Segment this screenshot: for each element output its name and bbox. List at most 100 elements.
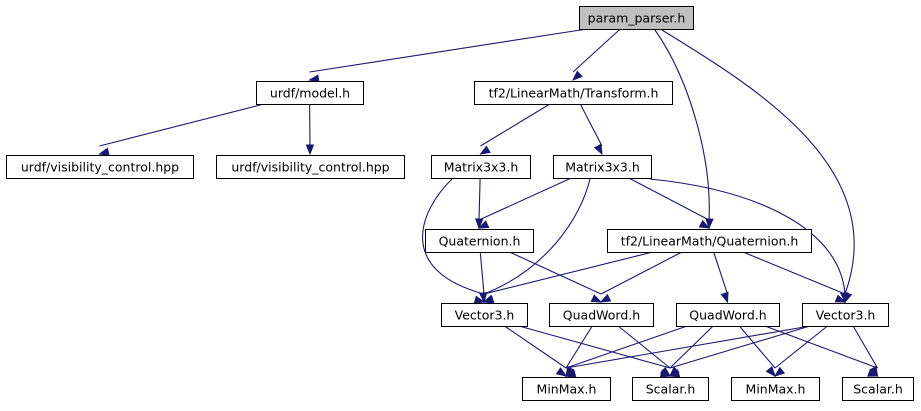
node-matrix-a[interactable]: Matrix3x3.h: [431, 155, 531, 179]
arrowhead-matrix_b-to-quaternion_a: [477, 220, 490, 229]
node-label: Quaternion.h: [439, 234, 521, 249]
edge-quadword_b-to-minmax_a: [565, 325, 688, 369]
node-urdf-vis-a[interactable]: urdf/visibility_control.hpp: [6, 155, 194, 179]
node-label: param_parser.h: [588, 11, 686, 26]
node-box: [522, 377, 611, 401]
node-label: Matrix3x3.h: [444, 160, 519, 175]
arrowhead-quaternion_a-to-quadword_a: [590, 294, 603, 303]
arrowhead-quaternion_a-to-vector3_a: [478, 292, 488, 304]
node-label: Matrix3x3.h: [565, 160, 640, 175]
edge-quadword_a-to-minmax_a: [565, 325, 593, 369]
node-box: [731, 377, 820, 401]
node-box: [441, 303, 528, 327]
node-minmax-a[interactable]: MinMax.h: [522, 377, 611, 401]
edge-matrix_a-to-quaternion_a: [478, 177, 481, 221]
node-box: [632, 377, 709, 401]
node-box: [579, 6, 694, 30]
arrowhead-vector3_b-to-scalar_b: [869, 365, 879, 378]
node-minmax-b[interactable]: MinMax.h: [731, 377, 820, 401]
node-box: [676, 303, 780, 327]
node-box: [553, 155, 652, 179]
arrowhead-urdf_model-to-urdf_vis_a: [98, 147, 110, 156]
node-label: QuadWord.h: [563, 308, 640, 323]
arrowhead-quadword_b-to-minmax_b: [765, 366, 776, 378]
arrowhead-vector3_b-to-minmax_a: [564, 370, 577, 379]
edge-tf2_quaternion-to-quadword_b: [713, 251, 729, 295]
node-box: [256, 81, 364, 105]
arrowhead-matrix_a-to-quaternion_a: [475, 218, 484, 230]
edge-vector3_b-to-scalar_a: [669, 325, 811, 369]
edge-tf2_transform-to-matrix_a: [480, 103, 551, 147]
edge-param_parser-to-urdf_model: [309, 28, 588, 73]
node-label: tf2/LinearMath/Quaternion.h: [621, 234, 799, 249]
edge-vector3_b-to-minmax_b: [774, 325, 828, 369]
node-tf2-quaternion[interactable]: tf2/LinearMath/Quaternion.h: [607, 229, 812, 253]
node-tf2-transform[interactable]: tf2/LinearMath/Transform.h: [474, 81, 673, 105]
arrowhead-tf2_transform-to-matrix_a: [479, 145, 491, 155]
node-quaternion-a[interactable]: Quaternion.h: [425, 229, 534, 253]
edge-quadword_b-to-minmax_b: [738, 325, 776, 369]
edge-tf2_quaternion-to-quadword_a: [600, 251, 683, 295]
edge-matrix_b-to-quaternion_a: [478, 177, 572, 221]
edge-quadword_b-to-scalar_a: [669, 325, 714, 369]
node-quadword-a[interactable]: QuadWord.h: [549, 303, 654, 327]
edge-tf2_quaternion-to-vector3_a: [483, 251, 653, 295]
node-quadword-b[interactable]: QuadWord.h: [676, 303, 780, 327]
arrowhead-quadword_a-to-scalar_a: [659, 366, 672, 377]
node-label: urdf/visibility_control.hpp: [21, 160, 179, 175]
edge-vector3_b-to-minmax_a: [565, 325, 811, 369]
node-box: [842, 377, 914, 401]
node-vector3-b[interactable]: Vector3.h: [802, 303, 889, 327]
node-vector3-a[interactable]: Vector3.h: [441, 303, 528, 327]
edge-vector3_a-to-scalar_a: [518, 325, 671, 369]
edge-matrix_b-to-vector3_a: [483, 178, 591, 295]
arrowhead-urdf_model-to-urdf_vis_b: [305, 144, 315, 156]
node-scalar-b[interactable]: Scalar.h: [842, 377, 914, 401]
node-urdf-model[interactable]: urdf/model.h: [256, 81, 364, 105]
arrowhead-vector3_b-to-minmax_b: [773, 366, 786, 377]
arrowhead-tf2_transform-to-matrix_b: [593, 143, 603, 156]
edge-param_parser-to-tf2_transform: [572, 28, 621, 73]
node-label: urdf/visibility_control.hpp: [231, 160, 389, 175]
node-label: Scalar.h: [853, 382, 903, 397]
arrowhead-tf2_quaternion-to-vector3_a: [482, 295, 495, 304]
node-label: QuadWord.h: [689, 308, 766, 323]
edge-quadword_a-to-scalar_a: [617, 325, 671, 369]
edge-quaternion_a-to-quadword_a: [509, 251, 602, 295]
node-label: Vector3.h: [455, 308, 515, 323]
node-box: [431, 155, 531, 179]
node-label: MinMax.h: [537, 382, 597, 397]
node-box: [474, 81, 673, 105]
node-label: Vector3.h: [816, 308, 876, 323]
edge-matrix_b-to-tf2_quaternion: [628, 177, 710, 221]
arrowhead-matrix_a-to-vector3_a: [473, 295, 486, 304]
arrowhead-tf2_quaternion-to-quadword_a: [599, 293, 612, 303]
edge-quadword_b-to-scalar_b: [764, 325, 878, 369]
node-box: [6, 155, 194, 179]
arrowhead-vector3_a-to-minmax_a: [555, 367, 568, 377]
arrowhead-tf2_quaternion-to-vector3_b: [834, 294, 847, 303]
node-label: Scalar.h: [646, 382, 696, 397]
edges-layer: [98, 28, 879, 379]
arrowhead-param_parser-to-tf2_quaternion: [705, 218, 714, 230]
node-param-parser[interactable]: param_parser.h: [579, 6, 694, 30]
edge-matrix_b-to-vector3_b: [649, 178, 846, 295]
node-label: tf2/LinearMath/Transform.h: [489, 86, 659, 101]
nodes-layer: param_parser.h urdf/model.h tf2/LinearMath…: [6, 6, 914, 401]
edge-matrix_a-to-vector3_a: [422, 178, 485, 295]
arrowhead-matrix_b-to-vector3_b: [840, 292, 849, 304]
arrowhead-vector3_b-to-scalar_a: [668, 369, 681, 378]
arrowhead-tf2_quaternion-to-quadword_b: [720, 291, 729, 304]
edge-vector3_b-to-scalar_b: [852, 325, 878, 369]
edge-urdf_model-to-urdf_vis_a: [99, 103, 265, 147]
edge-vector3_a-to-minmax_a: [504, 325, 567, 369]
node-urdf-vis-b[interactable]: urdf/visibility_control.hpp: [216, 155, 405, 179]
node-scalar-a[interactable]: Scalar.h: [632, 377, 709, 401]
node-label: urdf/model.h: [270, 86, 350, 101]
node-label: MinMax.h: [746, 382, 806, 397]
edge-tf2_quaternion-to-vector3_b: [742, 251, 846, 295]
node-box: [802, 303, 889, 327]
node-matrix-b[interactable]: Matrix3x3.h: [553, 155, 652, 179]
arrowhead-matrix_b-to-tf2_quaternion: [698, 219, 711, 229]
